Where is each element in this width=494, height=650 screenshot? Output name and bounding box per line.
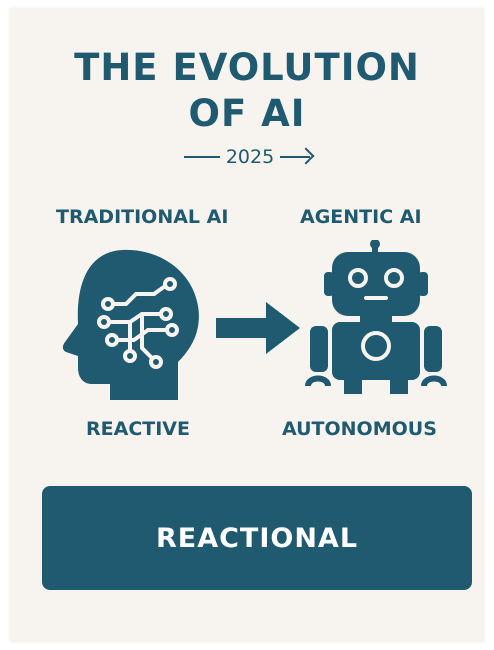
reactive-caption: REACTIVE: [86, 418, 190, 440]
brain-circuit-head-icon: [62, 249, 199, 400]
reactional-banner: REACTIONAL: [42, 486, 472, 590]
traditional-ai-heading: TRADITIONAL AI: [56, 206, 229, 228]
agentic-ai-heading: AGENTIC AI: [300, 206, 422, 228]
autonomous-caption: AUTONOMOUS: [282, 418, 437, 440]
year-label: 2025: [225, 146, 275, 168]
timeline-dash: [183, 156, 220, 158]
timeline-arrow-icon: [280, 156, 311, 158]
robot-icon: [305, 240, 447, 394]
title-line-1: THE EVOLUTION: [74, 46, 420, 89]
title-line-2: OF AI: [188, 92, 306, 135]
arrow-right-icon: [216, 302, 300, 354]
year-timeline: 2025: [0, 146, 494, 168]
banner-text: REACTIONAL: [155, 522, 359, 554]
